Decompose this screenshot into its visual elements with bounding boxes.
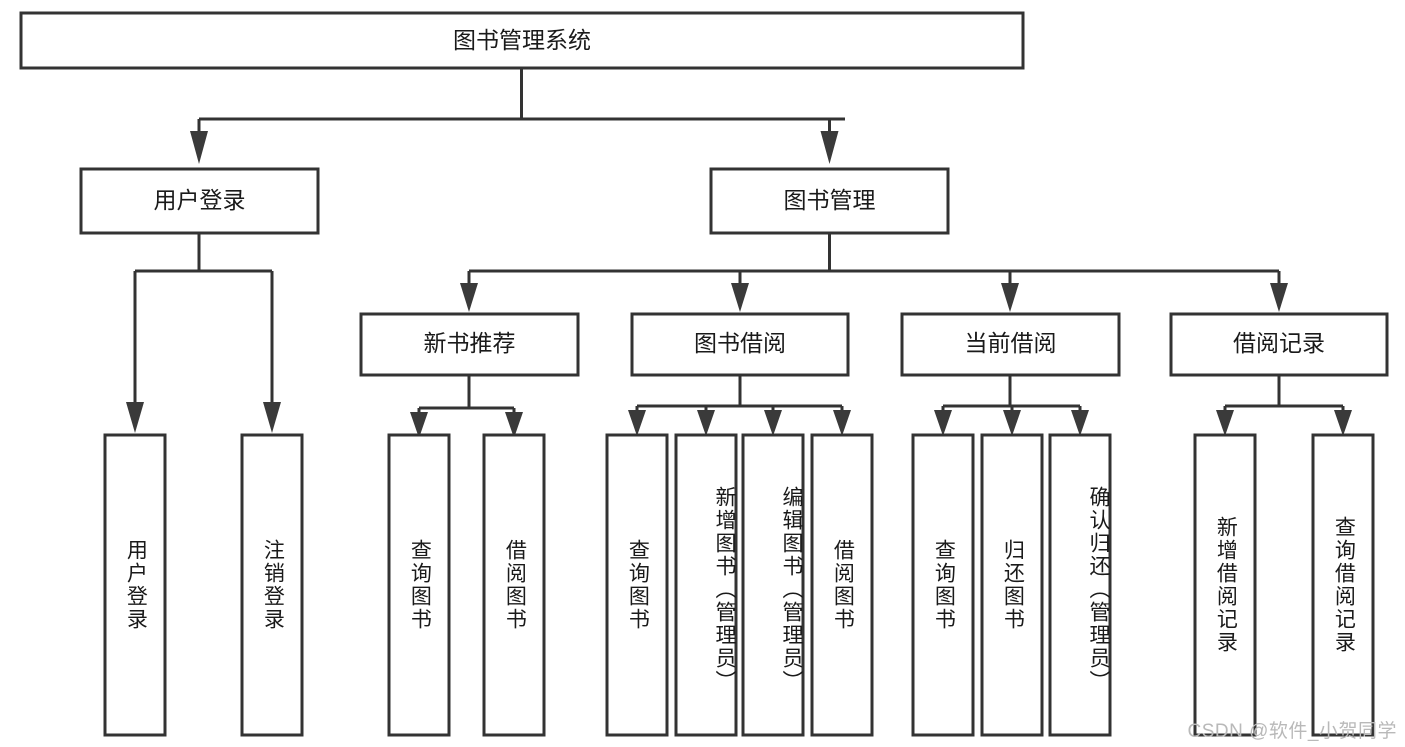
leaf-box-user-login-0[interactable] xyxy=(103,433,167,737)
arrow-to-new-book xyxy=(460,283,478,312)
arrow-bookborrow-leaf-4 xyxy=(833,410,851,436)
leaf-box-book-borrow-2[interactable] xyxy=(741,433,805,737)
node-current-borrow[interactable] xyxy=(900,312,1121,377)
arrow-currentborrow-leaf-3 xyxy=(1071,410,1089,436)
arrow-userlogin-leaf-2 xyxy=(263,402,281,433)
arrow-borrowrecord-leaf-2 xyxy=(1334,410,1352,436)
node-book-management-label: 图书管理 xyxy=(784,187,876,213)
arrow-newbook-leaf-1 xyxy=(410,412,428,438)
node-new-book-recommend[interactable] xyxy=(359,312,580,377)
leaf-box-current-borrow-1[interactable] xyxy=(980,433,1044,737)
node-borrow-record[interactable] xyxy=(1169,312,1389,377)
connector-group-book-borrow xyxy=(628,375,851,436)
connector-group-book-mgmt xyxy=(460,233,1288,312)
node-root-label: 图书管理系统 xyxy=(453,27,591,53)
connector-group-root xyxy=(190,68,845,164)
leaf-box-current-borrow-2[interactable] xyxy=(1048,433,1112,737)
arrow-to-borrow-record xyxy=(1270,283,1288,312)
arrow-currentborrow-leaf-2 xyxy=(1003,410,1021,436)
arrow-borrowrecord-leaf-1 xyxy=(1216,410,1234,436)
leaf-box-new-book-1[interactable] xyxy=(482,433,546,737)
leaf-box-book-borrow-3[interactable] xyxy=(810,433,874,737)
arrow-userlogin-leaf-1 xyxy=(126,402,144,433)
connector-group-current-borrow xyxy=(934,375,1089,436)
node-book-management[interactable] xyxy=(709,167,950,235)
arrow-to-user-login xyxy=(190,131,208,164)
node-book-borrow[interactable] xyxy=(630,312,850,377)
leaf-box-borrow-record-1[interactable] xyxy=(1311,433,1375,737)
arrow-to-current-borrow xyxy=(1001,283,1019,312)
connector-group-user-login xyxy=(126,233,281,433)
connector-group-borrow-record xyxy=(1216,375,1352,436)
leaf-box-user-login-1[interactable] xyxy=(240,433,304,737)
node-borrow-record-label: 借阅记录 xyxy=(1233,330,1325,356)
leaf-box-borrow-record-0[interactable] xyxy=(1193,433,1257,737)
arrow-to-book-mgmt xyxy=(820,131,839,164)
node-root-book-management-system[interactable] xyxy=(19,11,1025,70)
arrow-bookborrow-leaf-1 xyxy=(628,410,646,436)
node-new-book-recommend-label: 新书推荐 xyxy=(424,330,516,356)
arrow-bookborrow-leaf-2 xyxy=(697,410,715,436)
arrow-to-book-borrow xyxy=(731,283,749,312)
connector-group-new-book xyxy=(410,375,523,438)
leaf-box-new-book-0[interactable] xyxy=(387,433,451,737)
node-book-borrow-label: 图书借阅 xyxy=(694,330,786,356)
leaf-box-book-borrow-1[interactable] xyxy=(674,433,738,737)
arrow-newbook-leaf-2 xyxy=(505,412,523,438)
csdn-watermark: CSDN @软件_小贺同学 xyxy=(1187,721,1397,742)
leaf-box-current-borrow-0[interactable] xyxy=(911,433,975,737)
node-user-login[interactable] xyxy=(79,167,320,235)
arrow-currentborrow-leaf-1 xyxy=(934,410,952,436)
leaf-box-book-borrow-0[interactable] xyxy=(605,433,669,737)
node-current-borrow-label: 当前借阅 xyxy=(965,330,1057,356)
node-user-login-label: 用户登录 xyxy=(154,187,246,213)
arrow-bookborrow-leaf-3 xyxy=(764,410,782,436)
